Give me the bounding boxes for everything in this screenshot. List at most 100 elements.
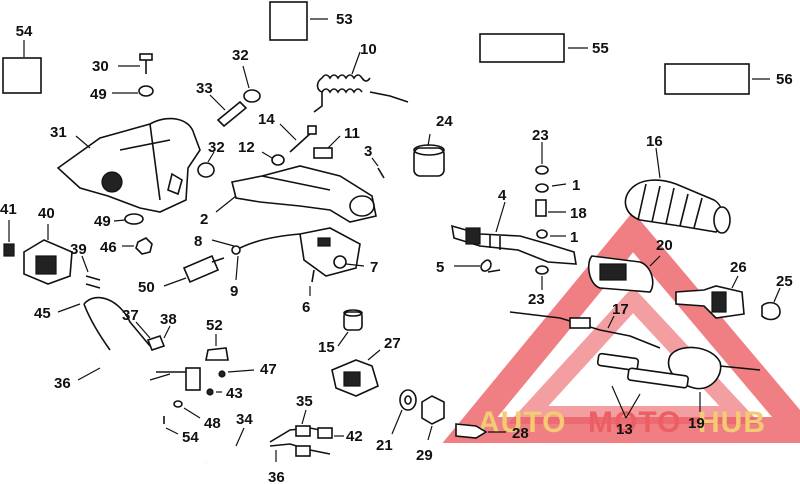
part-washer-49 bbox=[138, 85, 154, 97]
callout-label: 46 bbox=[100, 239, 117, 256]
callout-label: 27 bbox=[384, 335, 401, 352]
part-pin-3 bbox=[371, 157, 385, 179]
callout-label: 12 bbox=[238, 139, 255, 156]
callout-label: 20 bbox=[656, 237, 673, 254]
callout-label: 53 bbox=[336, 11, 353, 28]
part-switch-27 bbox=[331, 349, 381, 397]
part-box-56 bbox=[664, 63, 750, 95]
part-box-54 bbox=[2, 57, 42, 94]
callout-label: 24 bbox=[436, 113, 453, 130]
part-nut-29 bbox=[421, 395, 445, 441]
part-washer-21 bbox=[391, 389, 417, 435]
callout-label: 19 bbox=[688, 415, 705, 432]
callout-label: 6 bbox=[302, 299, 310, 316]
part-screw-47 bbox=[218, 370, 226, 378]
callout-label: 3 bbox=[364, 143, 372, 160]
callout-label: 15 bbox=[318, 339, 335, 356]
part-nut-12 bbox=[261, 151, 285, 166]
part-nut-23-bottom bbox=[535, 265, 549, 290]
callout-label: 37 bbox=[122, 307, 139, 324]
part-washer-32b bbox=[197, 162, 215, 178]
callout-label: 32 bbox=[208, 139, 225, 156]
callout-label: 1 bbox=[570, 229, 578, 246]
callout-label: 1 bbox=[572, 177, 580, 194]
part-cable-17 bbox=[509, 311, 661, 349]
part-key-28 bbox=[455, 423, 506, 439]
part-connectors-35 bbox=[269, 409, 344, 462]
callout-label: 36 bbox=[54, 375, 71, 392]
part-clip-11 bbox=[313, 135, 341, 159]
watermark-text-2: MOTO bbox=[588, 406, 681, 439]
callout-label: 18 bbox=[570, 205, 587, 222]
part-screw-6 bbox=[309, 269, 315, 296]
part-housing-31 bbox=[56, 117, 201, 213]
callout-labels: 54 53 55 56 30 49 32 33 10 14 11 12 3 31… bbox=[0, 11, 793, 484]
callout-label: 23 bbox=[528, 291, 545, 308]
part-bolt-14 bbox=[279, 123, 317, 153]
callout-label: 9 bbox=[230, 283, 238, 300]
part-switch-20 bbox=[587, 255, 661, 293]
callout-label: 40 bbox=[38, 205, 55, 222]
callout-label: 35 bbox=[296, 393, 313, 410]
watermark-text-3: HUB bbox=[698, 406, 766, 439]
callout-label: 36 bbox=[268, 469, 285, 484]
callout-label: 4 bbox=[498, 187, 507, 204]
part-pins-39 bbox=[81, 255, 101, 289]
part-clip-1b bbox=[536, 229, 548, 239]
part-connector-40 bbox=[23, 224, 73, 285]
callout-label: 52 bbox=[206, 317, 223, 334]
part-clip-1a bbox=[535, 183, 549, 193]
callout-label: 48 bbox=[204, 415, 221, 432]
part-washer-48 bbox=[173, 400, 183, 408]
part-box-55 bbox=[479, 33, 565, 63]
callout-label: 17 bbox=[612, 301, 629, 318]
callout-label: 31 bbox=[50, 124, 67, 141]
watermark-text-1: AUTO bbox=[478, 406, 566, 439]
part-washer-32 bbox=[243, 89, 261, 103]
callout-label: 2 bbox=[200, 211, 208, 228]
part-wire-8 bbox=[211, 233, 301, 255]
part-bolt-18 bbox=[535, 199, 547, 217]
callout-label: 7 bbox=[370, 259, 378, 276]
callout-label: 41 bbox=[0, 201, 17, 218]
callout-label: 14 bbox=[258, 111, 275, 128]
callout-label: 11 bbox=[344, 125, 360, 142]
part-plug-15 bbox=[337, 309, 363, 347]
part-grip-16 bbox=[624, 147, 731, 234]
part-arm-2 bbox=[215, 165, 377, 223]
part-washer-49b bbox=[124, 213, 144, 225]
callout-label: 13 bbox=[616, 421, 633, 438]
callout-label: 29 bbox=[416, 447, 433, 464]
part-tube-36 bbox=[77, 356, 210, 465]
part-plug-26 bbox=[675, 275, 745, 319]
part-pin-33 bbox=[209, 94, 248, 128]
part-cap-25 bbox=[761, 287, 781, 321]
part-connector-37 bbox=[135, 321, 171, 351]
part-nut-23-top bbox=[535, 142, 549, 175]
callout-label: 21 bbox=[376, 437, 393, 454]
part-screw-30 bbox=[118, 53, 153, 74]
callout-label: 55 bbox=[592, 40, 609, 57]
part-harness-45b bbox=[149, 367, 201, 391]
callout-label: 49 bbox=[94, 213, 111, 230]
part-box-53 bbox=[269, 1, 308, 41]
callout-label: 10 bbox=[360, 41, 377, 58]
callout-label: 25 bbox=[776, 273, 793, 290]
callout-label: 56 bbox=[776, 71, 793, 88]
callout-label: 26 bbox=[730, 259, 747, 276]
callout-label: 23 bbox=[532, 127, 549, 144]
part-nut-43 bbox=[206, 388, 214, 396]
callout-label: 30 bbox=[92, 58, 109, 75]
callout-label: 32 bbox=[232, 47, 249, 64]
part-harness-45 bbox=[57, 296, 151, 351]
part-rods-13 bbox=[596, 352, 689, 419]
part-bushing-24 bbox=[413, 133, 445, 177]
callout-label: 47 bbox=[260, 361, 277, 378]
callout-label: 8 bbox=[194, 233, 202, 250]
callout-label: 38 bbox=[160, 311, 177, 328]
part-bracket-7 bbox=[299, 227, 365, 277]
callout-label: 54 bbox=[182, 429, 199, 446]
callout-label: 16 bbox=[646, 133, 663, 150]
